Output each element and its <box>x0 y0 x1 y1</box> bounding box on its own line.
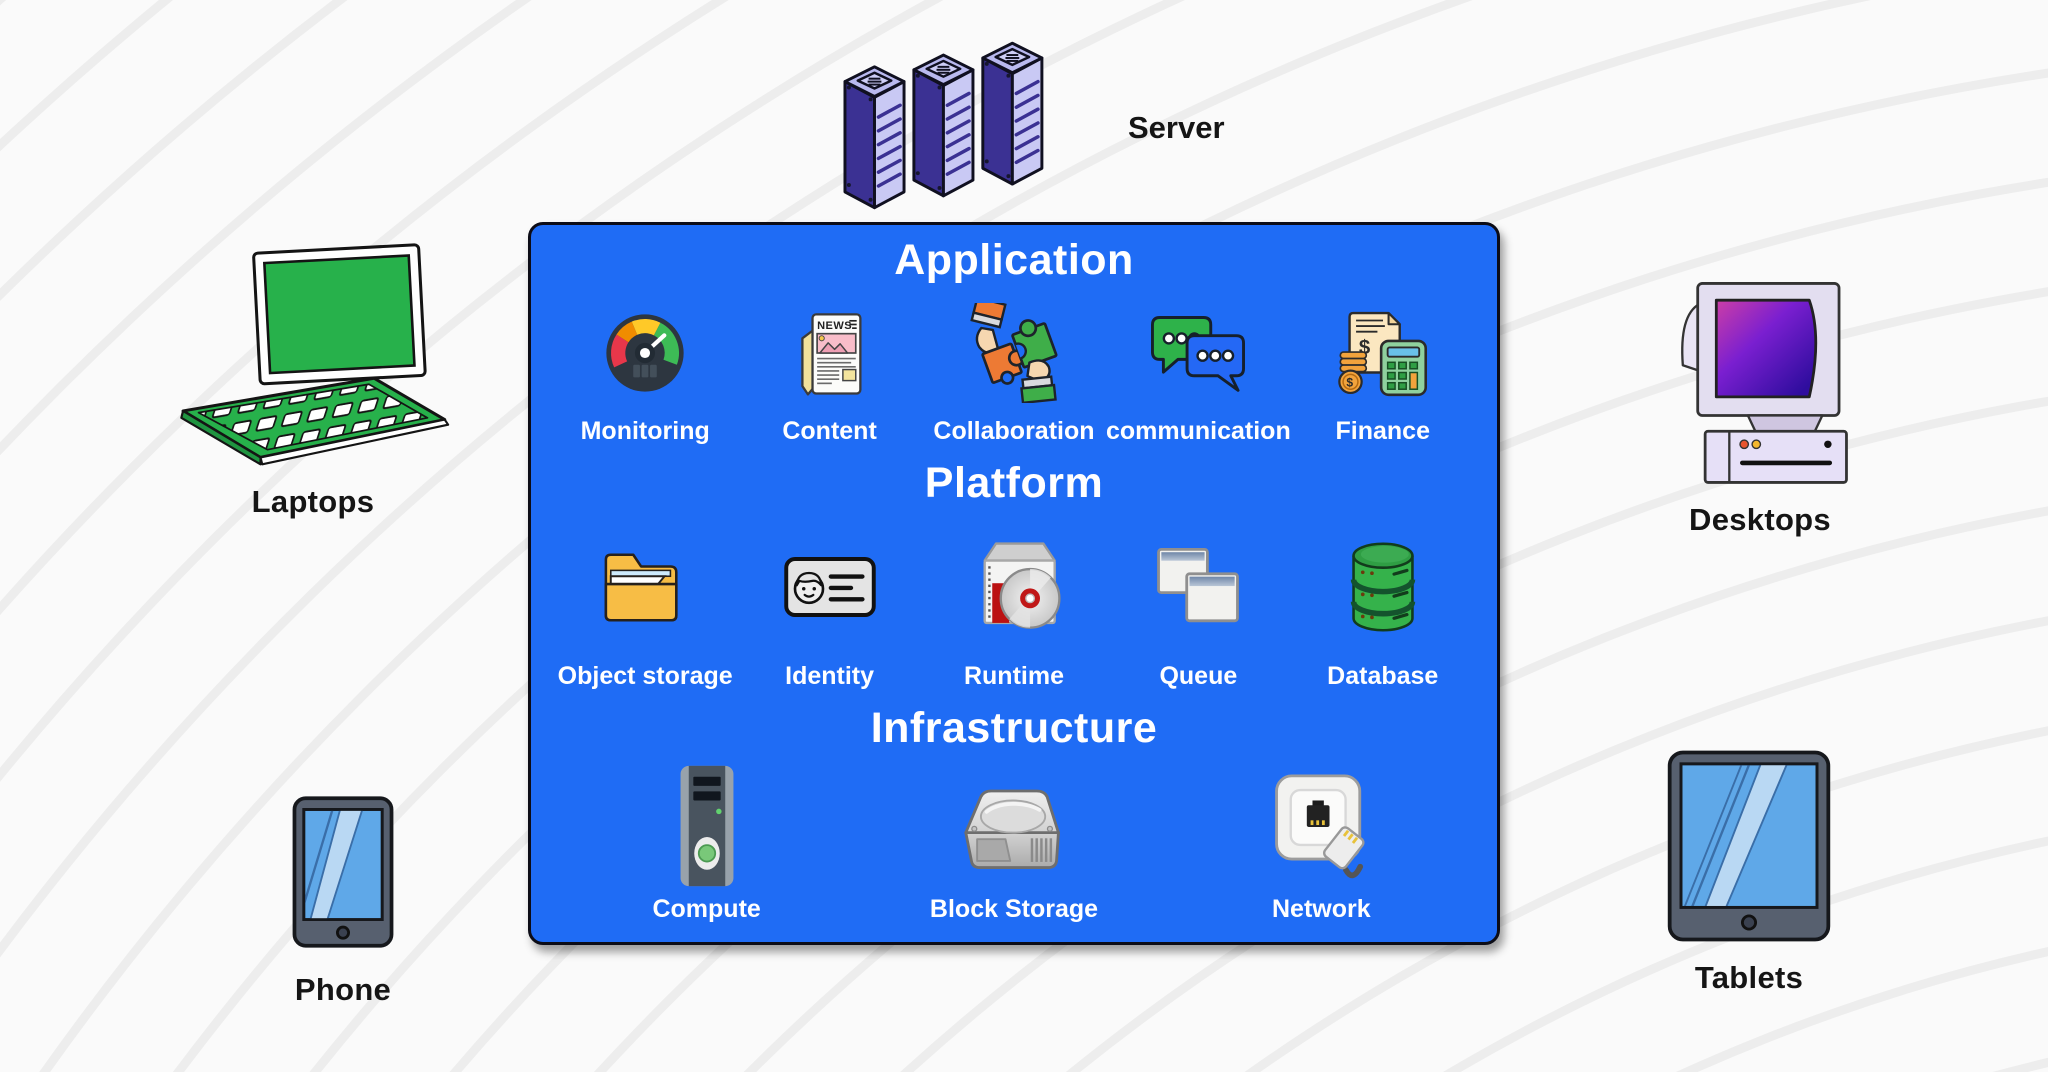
section-title-infrastructure: Infrastructure <box>870 703 1158 752</box>
desktops-label: Desktops <box>1689 502 1831 537</box>
service-item-object-storage: Object storage <box>557 519 733 691</box>
windows-stack-icon <box>1157 548 1240 623</box>
service-label: Runtime <box>963 662 1064 691</box>
hard-drive-icon <box>964 789 1060 869</box>
device-desktops: Desktops <box>1650 276 1870 538</box>
service-label: Finance <box>1335 417 1430 446</box>
service-item-database: Database <box>1295 519 1471 691</box>
service-label: Monitoring <box>580 417 710 446</box>
service-item-monitoring: Monitoring <box>557 296 733 446</box>
server-tower-icon <box>680 765 734 887</box>
platform-row: Object storage Identity <box>553 519 1475 691</box>
phone-label: Phone <box>294 972 392 1007</box>
database-cylinder-icon <box>1350 542 1415 632</box>
desktop-computer-icon <box>1681 282 1848 484</box>
device-phone: Phone <box>268 790 418 1008</box>
folder-icon <box>604 553 678 622</box>
device-server <box>842 26 1100 216</box>
service-item-collaboration: Collaboration <box>926 296 1102 446</box>
service-item-queue: Queue <box>1110 519 1286 691</box>
device-laptops: Laptops <box>168 242 458 520</box>
laptop-icon <box>180 243 450 466</box>
service-item-identity: Identity <box>742 519 918 691</box>
service-label: Content <box>782 417 877 446</box>
tablet-icon <box>1667 750 1831 942</box>
service-item-communication: communication <box>1106 296 1291 446</box>
tablets-label: Tablets <box>1694 960 1804 995</box>
device-tablets: Tablets <box>1655 746 1843 996</box>
svg-text:$: $ <box>1346 376 1353 390</box>
section-title-application: Application <box>894 236 1134 284</box>
newspaper-icon: NEWS <box>800 313 862 396</box>
service-item-finance: $ $ <box>1295 296 1471 446</box>
service-label: Compute <box>652 894 761 923</box>
laptops-label: Laptops <box>251 484 375 519</box>
service-label: Queue <box>1159 662 1238 691</box>
chat-bubbles-icon <box>1151 316 1246 393</box>
service-label: Object storage <box>557 662 733 691</box>
id-card-icon <box>783 557 876 618</box>
cloud-services-panel: Application <box>528 222 1500 945</box>
service-label: Collaboration <box>933 417 1095 446</box>
ethernet-socket-icon <box>1275 774 1365 879</box>
infrastructure-row: Compute <box>553 764 1475 924</box>
gauge-icon <box>606 314 684 393</box>
puzzle-hands-icon <box>970 303 1058 404</box>
software-box-cd-icon <box>983 542 1061 630</box>
server-rack-icon <box>843 41 1044 210</box>
section-title-platform: Platform <box>924 458 1104 507</box>
service-label: Block Storage <box>929 894 1099 923</box>
service-item-runtime: Runtime <box>926 519 1102 691</box>
smartphone-icon <box>292 796 394 948</box>
server-label: Server <box>1128 110 1225 145</box>
application-row: Monitoring NEWS <box>553 296 1475 446</box>
service-label: Network <box>1271 894 1371 923</box>
service-label: Database <box>1327 662 1439 691</box>
service-label: Identity <box>785 662 875 691</box>
svg-text:NEWS: NEWS <box>817 320 852 332</box>
calculator-money-icon: $ $ <box>1337 312 1427 397</box>
service-item-block-storage: Block Storage <box>869 764 1159 924</box>
service-item-content: NEWS Content <box>742 296 918 446</box>
service-label: communication <box>1105 417 1291 446</box>
service-item-network: Network <box>1176 764 1466 924</box>
service-item-compute: Compute <box>562 764 852 924</box>
